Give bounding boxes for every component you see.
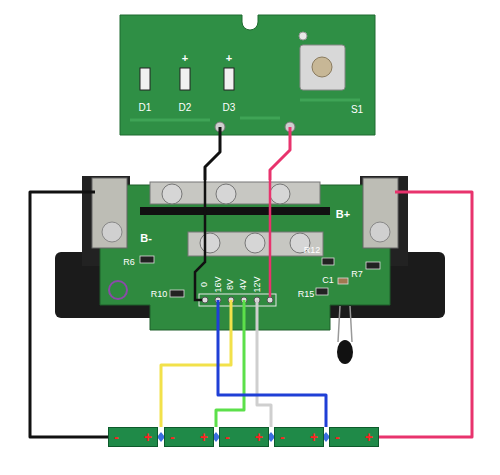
wire bbox=[379, 192, 472, 437]
polarity-mark: + bbox=[144, 430, 152, 444]
mosfet-screw bbox=[270, 184, 290, 204]
thermistor-leg bbox=[338, 306, 352, 342]
pin bbox=[267, 297, 273, 303]
wire bbox=[257, 300, 271, 427]
polarity-mark: - bbox=[170, 430, 175, 444]
part-label: R6 bbox=[123, 258, 135, 267]
marking bbox=[109, 281, 127, 299]
board-slot bbox=[140, 207, 330, 215]
pin-label: 8V bbox=[226, 278, 235, 289]
battery-cell: -+ bbox=[164, 427, 214, 447]
capacitor bbox=[338, 278, 348, 284]
resistor bbox=[322, 258, 334, 265]
button-cap bbox=[312, 57, 332, 77]
indicator-board: D1 D2 D3 S1 + + bbox=[120, 15, 375, 135]
part-label: R10 bbox=[151, 290, 168, 299]
part-label: R12 bbox=[304, 246, 321, 255]
busbar bbox=[150, 182, 320, 204]
bms-board: B- B+ R6R10 R12R7R15 C1 0 16V 8V 4V 12V bbox=[95, 180, 395, 300]
solder-joint bbox=[102, 222, 122, 242]
part-label: C1 bbox=[322, 276, 334, 285]
pin-label: 4V bbox=[239, 278, 248, 289]
resistor bbox=[316, 288, 328, 295]
busbar bbox=[188, 232, 323, 256]
wire bbox=[270, 135, 290, 180]
polarity-mark: - bbox=[114, 430, 119, 444]
b-minus-tab bbox=[92, 178, 127, 248]
terminal-label: B+ bbox=[336, 209, 350, 220]
switch-label: S1 bbox=[351, 105, 363, 115]
pin-outline bbox=[199, 294, 276, 306]
pin-label: 12V bbox=[252, 276, 261, 292]
wire bbox=[218, 300, 326, 427]
pin-header bbox=[199, 294, 276, 306]
pin-label: 0 bbox=[200, 281, 209, 286]
pin-label: 16V bbox=[213, 276, 222, 292]
polarity-mark: + bbox=[226, 53, 232, 64]
wire bbox=[30, 192, 108, 437]
led-label: D1 bbox=[139, 103, 152, 113]
mosfet-screw bbox=[200, 233, 220, 253]
led bbox=[140, 68, 150, 90]
battery-cell: -+ bbox=[108, 427, 158, 447]
mosfet-screw bbox=[162, 184, 182, 204]
resistor bbox=[366, 262, 380, 269]
wire bbox=[216, 300, 244, 427]
polarity-mark: + bbox=[255, 430, 263, 444]
battery-cell: -+ bbox=[219, 427, 269, 447]
wire-stub bbox=[219, 127, 222, 135]
pin bbox=[202, 297, 208, 303]
terminal-label: B- bbox=[140, 233, 152, 244]
b-plus-tab bbox=[363, 178, 398, 248]
led bbox=[180, 68, 190, 90]
resistor bbox=[170, 290, 184, 297]
polarity-mark: - bbox=[335, 430, 340, 444]
led-label: D2 bbox=[179, 103, 192, 113]
wire bbox=[269, 180, 272, 297]
wire bbox=[161, 300, 231, 427]
solder-pad bbox=[299, 32, 307, 40]
part-label: R7 bbox=[351, 270, 363, 279]
resistor bbox=[140, 256, 154, 263]
push-button bbox=[300, 45, 345, 90]
polarity-mark: + bbox=[182, 53, 188, 64]
mosfet-screw bbox=[245, 233, 265, 253]
polarity-mark: + bbox=[200, 430, 208, 444]
led-label: D3 bbox=[223, 103, 236, 113]
thermistor bbox=[337, 340, 353, 364]
led-board bbox=[120, 15, 375, 135]
part-label: R15 bbox=[298, 290, 315, 299]
mosfet-screw bbox=[216, 184, 236, 204]
wire-stub bbox=[289, 127, 292, 135]
polarity-mark: - bbox=[225, 430, 230, 444]
led bbox=[224, 68, 234, 90]
solder-joint bbox=[370, 222, 390, 242]
polarity-mark: - bbox=[280, 430, 285, 444]
polarity-mark: + bbox=[310, 430, 318, 444]
pcb-trace bbox=[130, 100, 360, 120]
battery-cell: -+ bbox=[274, 427, 324, 447]
wire bbox=[205, 135, 220, 180]
polarity-mark: + bbox=[365, 430, 373, 444]
battery-cell: -+ bbox=[329, 427, 379, 447]
